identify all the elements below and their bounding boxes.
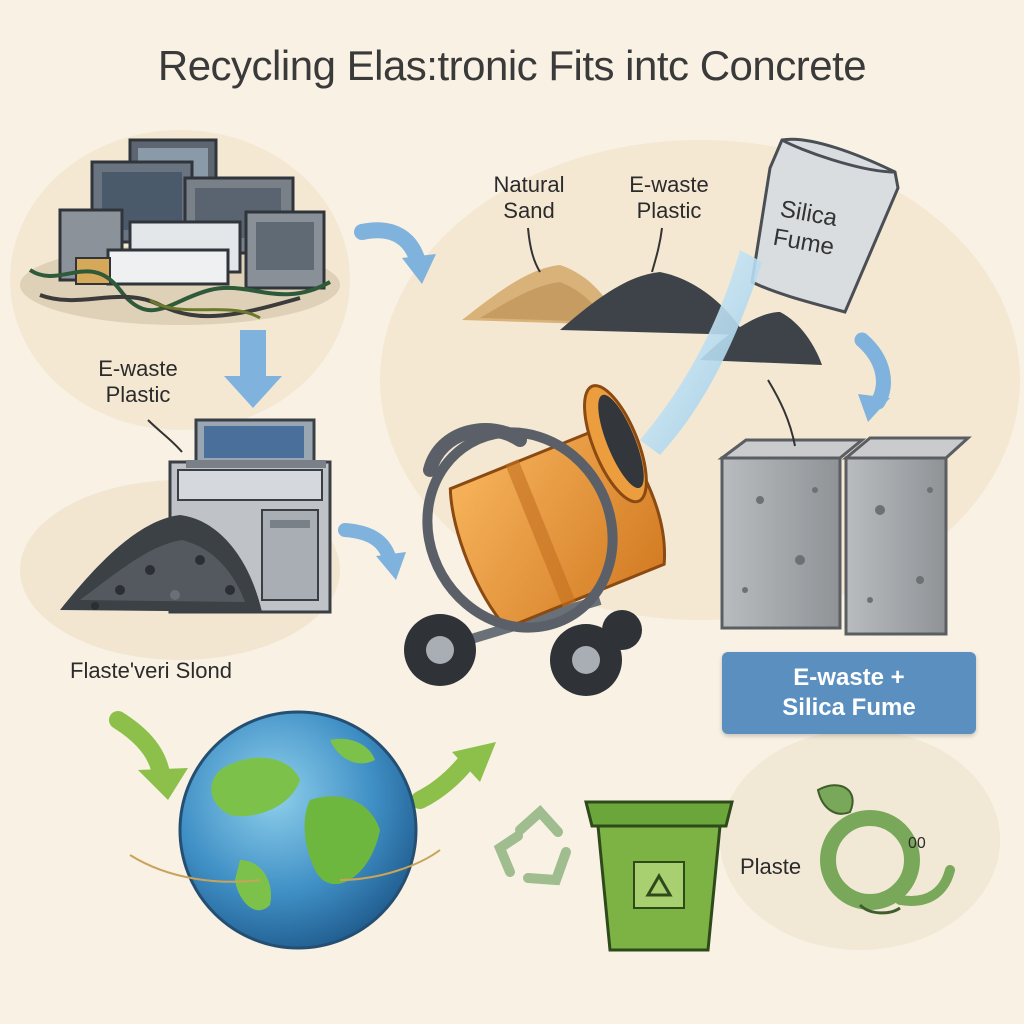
numeral-label: 00 (908, 835, 926, 852)
pointer-line (527, 227, 541, 273)
ewaste-plastic-label: E-waste Plastic (68, 356, 208, 409)
wheel-icon (550, 624, 622, 696)
cement-mixer-icon (404, 384, 667, 696)
pointer-line (651, 227, 663, 273)
mix-badge: E-waste + Silica Fume (722, 652, 976, 734)
arrow-green-icon (411, 742, 496, 809)
pointer-line (147, 419, 183, 453)
page-title: Recycling Elas:tronic Fits intc Concrete (157, 42, 867, 89)
recycle-icon (493, 804, 571, 886)
label-line: Plastic (636, 198, 702, 224)
globe-icon (129, 710, 441, 950)
wheel-icon (404, 614, 476, 686)
ewaste-pile-icon (20, 138, 340, 325)
ewaste-plastic-pile (560, 272, 822, 365)
arrow-curve-icon (338, 523, 406, 580)
natural-sand-pile (462, 265, 620, 325)
arrow-green-icon (109, 711, 188, 800)
label-line: Plastic (105, 382, 171, 408)
arrow-curve-icon (354, 222, 436, 284)
badge-line: Silica Fume (782, 694, 916, 721)
badge-line: E-waste + (793, 664, 905, 691)
water-stream (640, 250, 762, 455)
plastic-granules-pile (60, 515, 262, 612)
concrete-block-icon (717, 438, 867, 630)
pointer-line (767, 379, 796, 447)
arrow-down-icon (224, 330, 282, 408)
plaste-label: Plaste (740, 854, 802, 879)
label-line: E-waste (98, 356, 178, 381)
natural-sand-label: Natural Sand (474, 172, 584, 225)
label-line: Natural (493, 172, 565, 197)
concrete-block-icon (841, 436, 972, 636)
background-wash (720, 730, 1000, 950)
recycling-bin-icon (584, 800, 734, 952)
label-line: Sand (503, 198, 555, 224)
silica-bag-icon (750, 137, 900, 314)
shredded-output-label: Flaste'veri Slond (70, 658, 232, 683)
ewaste-plastic-top-label: E-waste Plastic (614, 172, 724, 225)
label-line: E-waste (629, 172, 709, 197)
recycled-plastic-icon (816, 784, 955, 915)
arrow-curve-icon (854, 332, 891, 422)
